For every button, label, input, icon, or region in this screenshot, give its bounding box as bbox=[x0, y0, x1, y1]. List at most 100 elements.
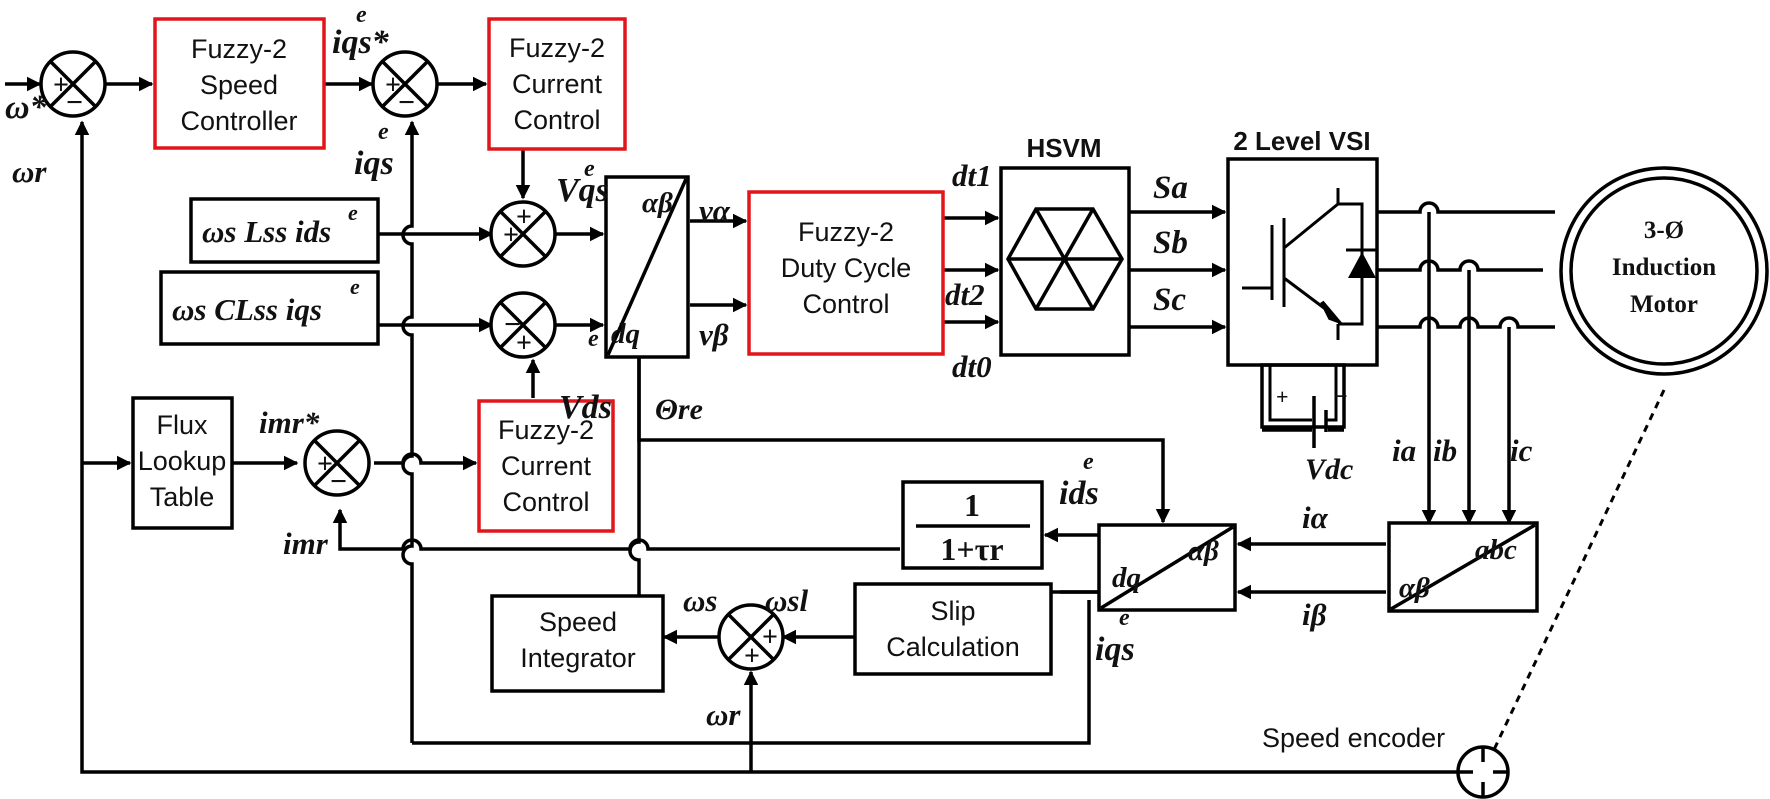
svg-text:+: + bbox=[744, 641, 760, 672]
omega-s-label: ωs bbox=[683, 583, 717, 618]
hsvm-block: HSVM bbox=[999, 133, 1131, 357]
clarke-transform: abc αβ bbox=[1387, 521, 1539, 613]
svg-text:1+τr: 1+τr bbox=[940, 531, 1003, 567]
dc-link-source: + − Vdc bbox=[1260, 363, 1353, 486]
svg-text:−: − bbox=[398, 86, 415, 119]
duty-dt2-label: dt2 bbox=[945, 277, 985, 312]
svg-text:+: + bbox=[503, 220, 519, 251]
svg-text:Table: Table bbox=[150, 482, 215, 512]
svg-text:Fuzzy-2: Fuzzy-2 bbox=[509, 33, 605, 63]
svg-text:Speed: Speed bbox=[539, 607, 617, 637]
flux-sum-junction: + − bbox=[303, 429, 371, 498]
svg-text:+: + bbox=[762, 622, 778, 653]
omega-sl-label: ωsl bbox=[765, 583, 808, 618]
feedforward-q-block: ωs CLss iqs e bbox=[159, 270, 380, 346]
speed-sum-junction: + − bbox=[39, 50, 107, 119]
duty-dt1-label: dt1 bbox=[952, 158, 992, 193]
svg-text:αβ: αβ bbox=[1399, 572, 1430, 604]
svg-text:Fuzzy-2: Fuzzy-2 bbox=[191, 34, 287, 64]
svg-text:Current: Current bbox=[501, 451, 592, 481]
fuzzy-speed-controller: Fuzzy-2 Speed Controller bbox=[153, 17, 326, 150]
svg-text:Speed: Speed bbox=[200, 70, 278, 100]
two-level-vsi-block: 2 Level VSI bbox=[1226, 126, 1379, 367]
vd-sum-junction: − + bbox=[489, 291, 557, 359]
signal-lines bbox=[5, 76, 1666, 774]
svg-text:e: e bbox=[348, 200, 358, 225]
svg-text:Fuzzy-2: Fuzzy-2 bbox=[498, 415, 594, 445]
ia-label: ia bbox=[1392, 433, 1416, 468]
fuzzy-duty-cycle-control: Fuzzy-2 Duty Cycle Control bbox=[747, 190, 945, 356]
svg-text:e: e bbox=[584, 156, 595, 182]
imr-label: imr bbox=[283, 526, 329, 561]
iqs-label-park: iqs bbox=[1095, 631, 1135, 668]
svg-text:+: + bbox=[516, 328, 532, 359]
signal-labels: ω* ωr iqs* e iqs e Vqs e Vds e vα vβ dt1… bbox=[5, 2, 1533, 732]
slip-calculation-block: Slip Calculation bbox=[853, 582, 1053, 676]
iqs-label: iqs bbox=[354, 145, 394, 182]
svg-text:+: + bbox=[1276, 384, 1289, 409]
iq-error-sum-junction: + − bbox=[371, 50, 439, 119]
svg-text:+: + bbox=[385, 70, 401, 101]
v-alpha-label: vα bbox=[699, 193, 731, 228]
flux-lookup-table: Flux Lookup Table bbox=[131, 396, 234, 530]
svg-text:Flux: Flux bbox=[156, 410, 208, 440]
igbt-icon bbox=[1242, 188, 1378, 340]
low-pass-filter-block: 1 1+τr bbox=[901, 480, 1044, 570]
vdc-label: Vdc bbox=[1305, 453, 1353, 486]
svg-text:abc: abc bbox=[1475, 534, 1517, 566]
i-beta-label: iβ bbox=[1302, 597, 1327, 632]
ib-label: ib bbox=[1433, 433, 1457, 468]
svg-text:Duty Cycle: Duty Cycle bbox=[781, 253, 912, 283]
svg-text:2 Level VSI: 2 Level VSI bbox=[1233, 126, 1370, 156]
svg-text:−: − bbox=[66, 86, 83, 119]
omega-r-label-bottom: ωr bbox=[706, 697, 741, 732]
fuzzy-current-control-q: Fuzzy-2 Current Control bbox=[487, 17, 627, 151]
svg-text:+: + bbox=[53, 70, 69, 101]
i-alpha-label: iα bbox=[1302, 500, 1329, 535]
svg-text:ωs CLss iqs: ωs CLss iqs bbox=[172, 292, 322, 327]
park-transform: αβ dq bbox=[1097, 523, 1237, 612]
vq-sum-junction: + + bbox=[489, 200, 557, 268]
svg-text:Fuzzy-2: Fuzzy-2 bbox=[798, 217, 894, 247]
svg-text:e: e bbox=[588, 326, 599, 352]
svg-text:Motor: Motor bbox=[1630, 291, 1698, 318]
svg-text:Controller: Controller bbox=[180, 106, 297, 136]
svg-text:ωs Lss ids: ωs Lss ids bbox=[202, 214, 331, 249]
svg-text:Integrator: Integrator bbox=[520, 643, 636, 673]
svg-text:dq: dq bbox=[611, 318, 640, 350]
svg-text:−: − bbox=[330, 465, 347, 498]
speed-integrator-block: Speed Integrator bbox=[490, 594, 665, 693]
svg-text:Control: Control bbox=[502, 487, 589, 517]
svg-text:αβ: αβ bbox=[642, 187, 673, 219]
summing-junctions: + − + − + + − + + − bbox=[39, 50, 785, 672]
svg-text:e: e bbox=[350, 274, 360, 299]
vds-label: Vds bbox=[559, 389, 612, 426]
svg-text:Calculation: Calculation bbox=[886, 632, 1020, 662]
switch-sc-label: Sc bbox=[1153, 282, 1186, 318]
theta-re-label: Θre bbox=[655, 393, 703, 426]
imr-ref-label: imr* bbox=[259, 405, 320, 440]
svg-text:e: e bbox=[1083, 449, 1094, 475]
iqs-ref-label: iqs* bbox=[332, 24, 390, 61]
svg-text:e: e bbox=[378, 119, 389, 145]
feedforward-d-block: ωs Lss ids e bbox=[189, 197, 380, 264]
svg-text:+: + bbox=[317, 449, 333, 480]
omega-ref-label: ω* bbox=[5, 89, 48, 126]
vqs-label: Vqs bbox=[556, 172, 609, 209]
svg-text:HSVM: HSVM bbox=[1026, 133, 1101, 163]
v-beta-label: vβ bbox=[699, 317, 729, 352]
svg-text:−: − bbox=[1334, 384, 1348, 410]
svg-text:−: − bbox=[504, 308, 521, 341]
svg-text:Control: Control bbox=[513, 105, 600, 135]
speed-encoder-label: Speed encoder bbox=[1262, 723, 1445, 753]
svg-text:3-Ø: 3-Ø bbox=[1644, 217, 1684, 244]
svg-text:e: e bbox=[356, 2, 367, 28]
svg-text:1: 1 bbox=[964, 487, 980, 523]
svg-text:dq: dq bbox=[1112, 562, 1141, 594]
svg-text:+: + bbox=[516, 202, 532, 233]
svg-text:Current: Current bbox=[512, 69, 603, 99]
ids-label: ids bbox=[1059, 475, 1099, 512]
speed-encoder: Speed encoder bbox=[1262, 723, 1510, 799]
svg-text:e: e bbox=[1119, 605, 1130, 631]
